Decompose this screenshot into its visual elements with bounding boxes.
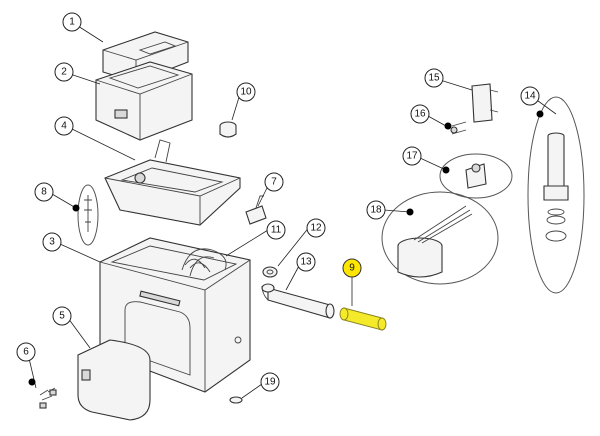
anchor-dots (28, 110, 544, 386)
part-valve (245, 195, 267, 225)
part-washer (262, 266, 278, 278)
callout-10: 10 (236, 82, 256, 102)
svg-text:14: 14 (524, 91, 536, 102)
svg-text:11: 11 (271, 225, 282, 236)
callout-8: 8 (34, 182, 54, 202)
callout-1: 1 (62, 12, 82, 32)
svg-text:18: 18 (370, 205, 382, 216)
part-upright-pipe-group (527, 96, 585, 294)
svg-text:6: 6 (23, 347, 29, 358)
part-upper-housing (95, 61, 193, 141)
callout-12: 12 (306, 218, 326, 238)
svg-text:2: 2 (61, 67, 67, 78)
svg-text:12: 12 (310, 223, 322, 234)
part-inner-tray (104, 139, 241, 226)
callout-9: 9 (342, 258, 362, 278)
part-bolt-group (77, 184, 99, 246)
part-bracket (471, 83, 499, 123)
part-drain-pipe (261, 283, 335, 319)
callout-4: 4 (54, 116, 74, 136)
svg-text:8: 8 (41, 187, 47, 198)
part-fitting (219, 121, 237, 138)
part-foot-bolt (229, 396, 243, 404)
part-front-panel (77, 339, 151, 421)
svg-text:16: 16 (414, 109, 426, 120)
part-hose (181, 248, 227, 277)
callout-6: 6 (16, 342, 36, 362)
callout-17: 17 (402, 146, 422, 166)
callout-16: 16 (410, 104, 430, 124)
part-valve-group (439, 153, 513, 199)
callout-13: 13 (296, 252, 316, 272)
svg-text:19: 19 (264, 377, 276, 388)
svg-text:1: 1 (69, 17, 75, 28)
callout-15: 15 (424, 68, 444, 88)
part-screw (450, 121, 467, 135)
part-screws (39, 387, 57, 409)
callout-19: 19 (260, 372, 280, 392)
callout-2: 2 (54, 62, 74, 82)
svg-text:5: 5 (59, 311, 65, 322)
callout-11: 11 (266, 220, 286, 240)
svg-text:17: 17 (406, 151, 418, 162)
part-extension-pipe (339, 307, 387, 331)
part-tank-group (381, 191, 499, 285)
svg-text:9: 9 (349, 263, 355, 274)
callout-5: 5 (52, 306, 72, 326)
callout-7: 7 (264, 172, 284, 192)
svg-text:13: 13 (300, 257, 312, 268)
svg-text:15: 15 (428, 73, 440, 84)
svg-text:4: 4 (61, 121, 67, 132)
svg-text:10: 10 (240, 87, 252, 98)
svg-text:3: 3 (49, 237, 55, 248)
callout-18: 18 (366, 200, 386, 220)
svg-text:7: 7 (271, 177, 277, 188)
callout-3: 3 (42, 232, 62, 252)
callout-14: 14 (520, 86, 540, 106)
